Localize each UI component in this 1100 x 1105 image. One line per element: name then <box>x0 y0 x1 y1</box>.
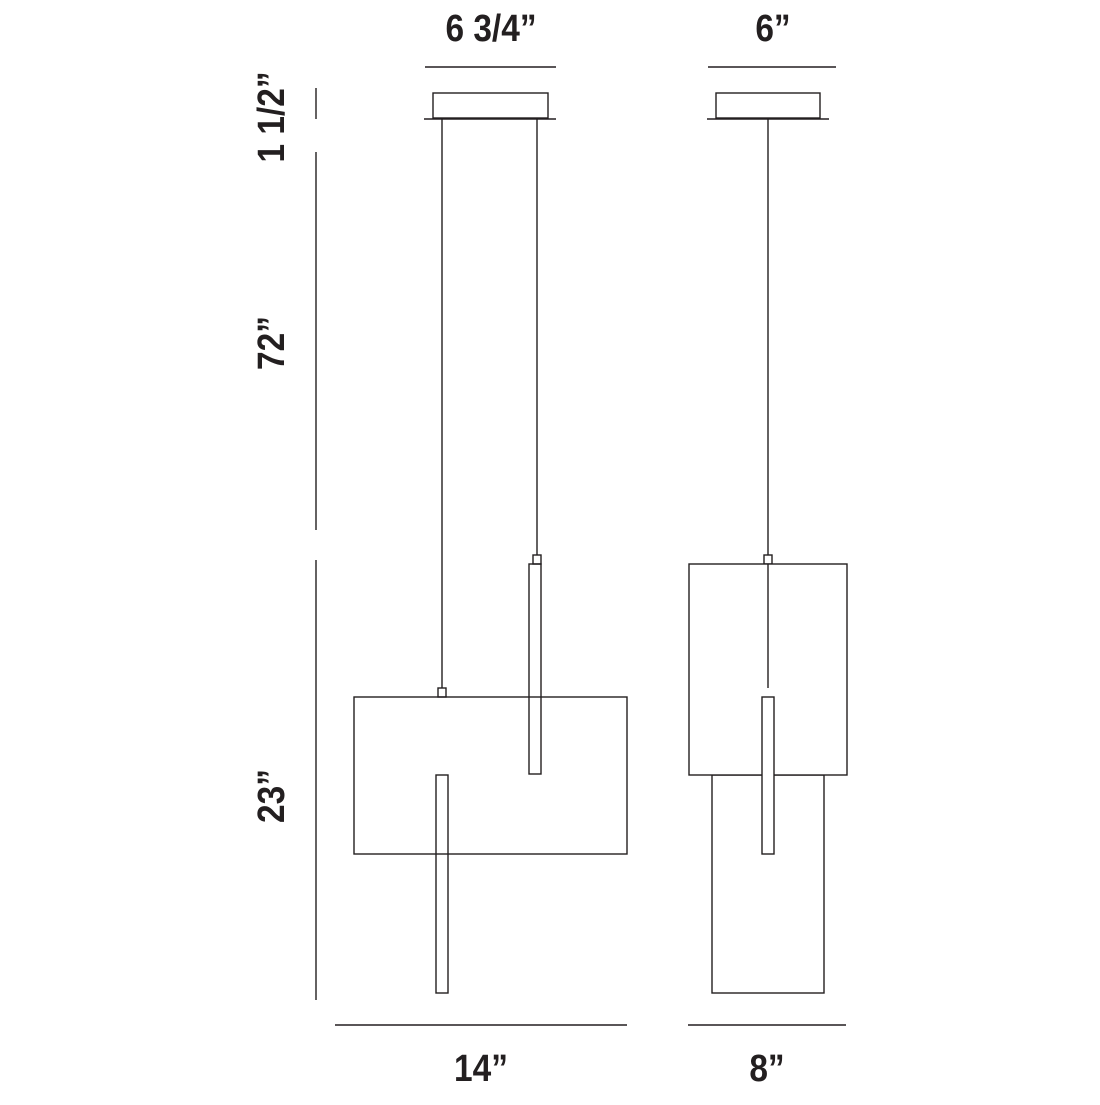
led-bar-side <box>761 696 775 855</box>
connector-front-left <box>437 687 447 698</box>
canopy-front-width-label: 6 3/4” <box>445 8 537 50</box>
shade-front <box>353 696 628 855</box>
front-view <box>353 92 628 994</box>
led-bar-front-left <box>435 774 449 994</box>
canopy-side <box>715 92 821 119</box>
connector-side-top <box>763 554 773 565</box>
side-view <box>688 92 848 994</box>
canopy-height-label: 1 1/2” <box>251 71 293 163</box>
overall-side-width-label: 8” <box>749 1048 785 1090</box>
connector-front-right <box>532 554 542 565</box>
canopy-side-width-label: 6” <box>755 8 791 50</box>
canopy-front <box>432 92 549 119</box>
overall-front-width-label: 14” <box>454 1048 508 1090</box>
led-bar-front-right <box>528 563 542 775</box>
cable-length-label: 72” <box>251 316 293 370</box>
fixture-height-label: 23” <box>251 769 293 823</box>
